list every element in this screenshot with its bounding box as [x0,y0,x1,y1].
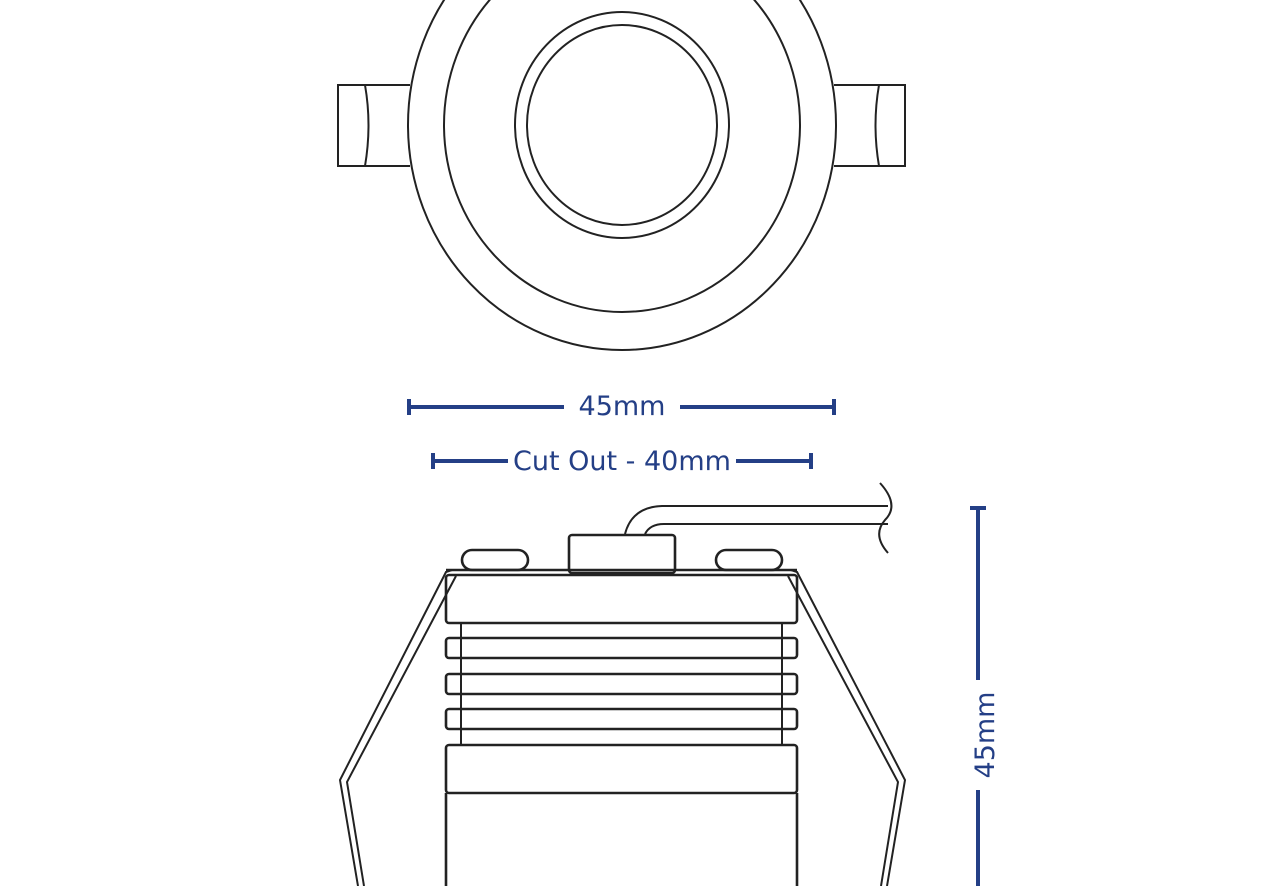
left-clip [460,548,530,572]
heatsink-fin [444,707,799,731]
cutout-label: Cut Out - 40mm [513,446,731,477]
cable-break [878,482,893,554]
heatsink-fin [444,672,799,696]
cutout-dimension: Cut Out - 40mm [431,446,813,477]
body-band [444,743,799,795]
right-spring [787,569,907,886]
body-top [444,573,799,625]
height-label: 45mm [970,692,1001,779]
driver-box [567,533,677,575]
body-lower [444,793,799,886]
right-clip [714,548,784,572]
lens [526,24,718,226]
left-spring [338,569,457,886]
cable [624,505,888,535]
outer-bezel [407,0,837,351]
lens-ring [514,11,730,239]
width-label: 45mm [579,391,666,422]
heatsink-core [460,623,783,745]
bezel-inner-ring [443,0,801,313]
width-dimension: 45mm [407,391,836,422]
height-dimension: 45mm [970,506,1001,886]
left-spring-tab [337,84,410,167]
top-view [337,0,906,351]
right-spring-tab [834,84,906,167]
side-view [338,482,907,886]
heatsink-fin [444,636,799,660]
